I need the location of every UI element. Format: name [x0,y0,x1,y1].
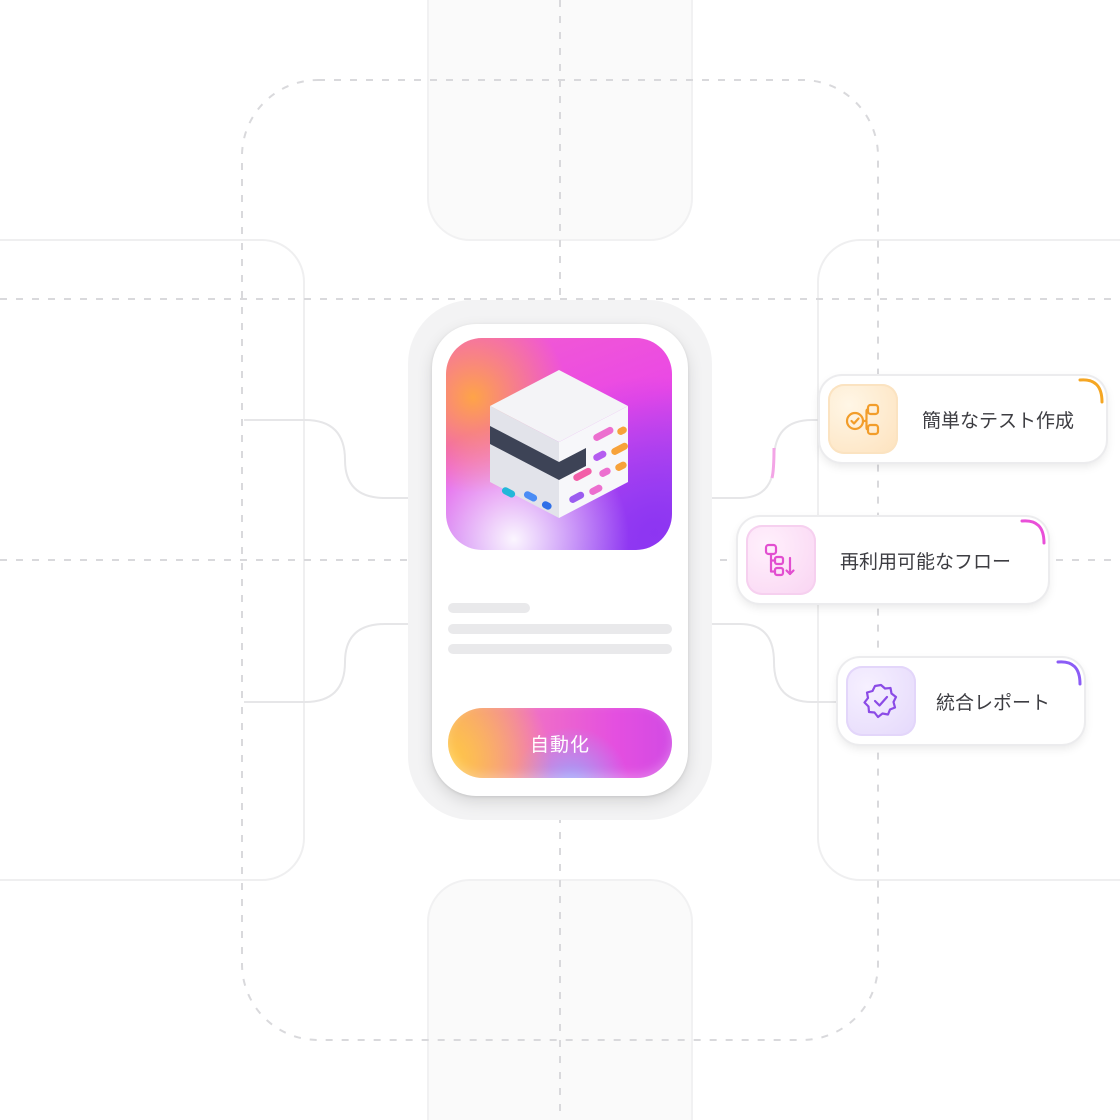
connector-left-bottom [244,623,410,703]
connector-right-bottom [712,623,840,703]
feature-label-reusable-flow: 再利用可能なフロー [840,550,1012,573]
automate-button[interactable]: 自動化 [448,708,672,778]
flow-check-icon [828,384,898,454]
feature-card-integrated-report[interactable]: 統合レポート [838,658,1084,744]
connector-right-top [712,419,824,499]
connector-accent [770,447,776,479]
automate-button-label: 自動化 [529,733,590,756]
cube-app-icon [446,338,672,550]
reusable-flow-icon [746,525,816,595]
badge-check-icon [846,666,916,736]
phone-card: 自動化 [432,324,688,796]
feature-card-easy-test[interactable]: 簡単なテスト作成 [820,376,1106,462]
corner-accent-purple [1056,660,1082,686]
corner-accent-orange [1078,378,1104,404]
skeleton-line-1 [448,624,672,634]
skeleton-line-short [448,603,530,613]
feature-label-integrated-report: 統合レポート [936,691,1051,714]
skeleton-line-2 [448,644,672,654]
connector-left-top [244,419,410,499]
corner-accent-pink [1020,519,1046,545]
feature-card-reusable-flow[interactable]: 再利用可能なフロー [738,517,1048,603]
feature-label-easy-test: 簡単なテスト作成 [922,409,1075,432]
